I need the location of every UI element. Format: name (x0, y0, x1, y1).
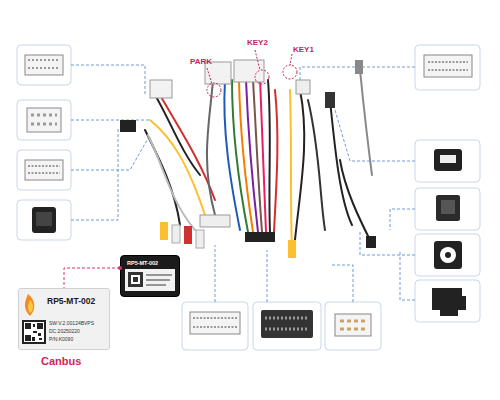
callout-connector (64, 268, 120, 288)
model-number: RP5-MT-002 (47, 297, 95, 306)
callout-circles (207, 50, 297, 97)
signal-name: KEY2 (247, 38, 268, 47)
model-number: RP5-MT-002 (127, 260, 158, 266)
label-text: P/N:K0090 (49, 337, 73, 343)
label-text: SW:V.2.00124BVPS (49, 321, 94, 327)
label-text: Canbus (41, 355, 81, 367)
product-label: RP5-MT-002SW:V.2.00124BVPS DC:20250220P/N… (18, 288, 110, 350)
label-text: DC:20250220 (49, 329, 80, 335)
connector-frames (17, 45, 480, 350)
leader-lines (71, 65, 415, 302)
canbus-module: RP5-MT-002 (120, 255, 180, 297)
top-plugs (120, 60, 363, 242)
signal-name: PARK (190, 57, 212, 66)
wire-bundle (145, 70, 372, 250)
rca-plugs (160, 222, 376, 258)
signal-name: KEY1 (293, 45, 314, 54)
